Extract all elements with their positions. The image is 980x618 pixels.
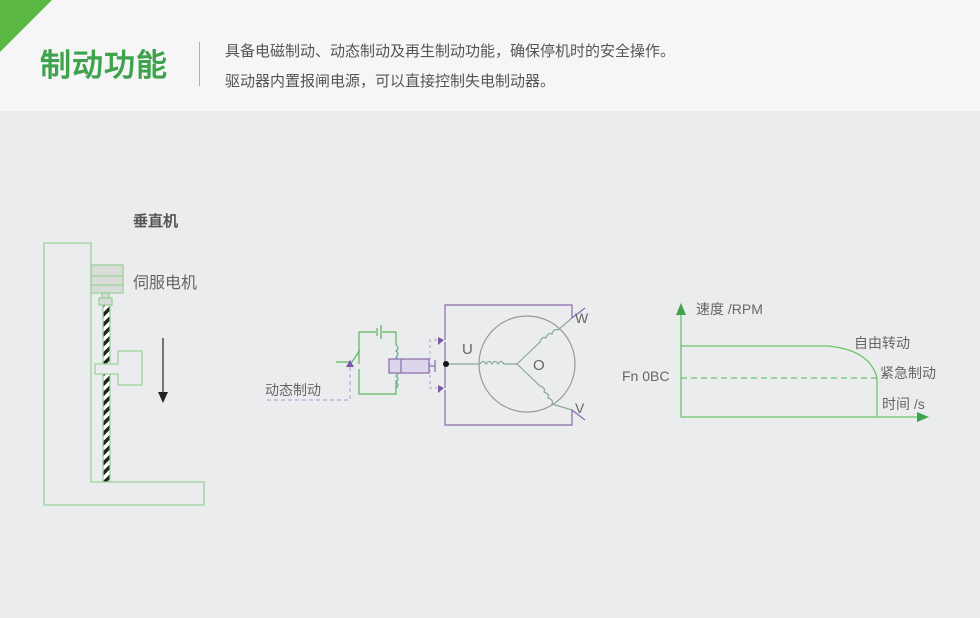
vertical-machine-drawing (43, 242, 205, 506)
x-axis-label: 时间 /s (882, 396, 925, 412)
description-line-2: 驱动器内置报闸电源，可以直接控制失电制动器。 (225, 73, 556, 90)
vertical-machine-title: 垂直机 (133, 213, 179, 230)
y-axis-arrow-icon (676, 303, 686, 315)
description-line-1: 具备电磁制动、动态制动及再生制动功能，确保停机时的安全操作。 (225, 43, 676, 60)
x-axis-arrow-icon (917, 412, 929, 422)
down-arrow-icon (158, 338, 168, 403)
corner-accent (0, 0, 52, 52)
page-title: 制动功能 (40, 48, 168, 83)
divider (199, 42, 200, 86)
servo-motor-label: 伺服电机 (133, 275, 198, 292)
speed-chart (676, 303, 929, 422)
neutral-o-label: O (533, 357, 545, 374)
dynamic-brake-label: 动态制动 (265, 382, 321, 398)
phase-v-label: V (575, 400, 585, 416)
free-run-label: 自由转动 (854, 335, 910, 351)
dynamic-brake-circuit (265, 304, 586, 426)
y-axis-label: 速度 /RPM (696, 301, 763, 317)
phase-w-label: W (575, 310, 589, 326)
parameter-label: Fn 0BC (622, 368, 670, 384)
emergency-brake-label: 紧急制动 (880, 365, 936, 381)
header-banner: 制动功能 具备电磁制动、动态制动及再生制动功能，确保停机时的安全操作。 驱动器内… (0, 0, 980, 111)
phase-u-label: U (462, 341, 473, 358)
